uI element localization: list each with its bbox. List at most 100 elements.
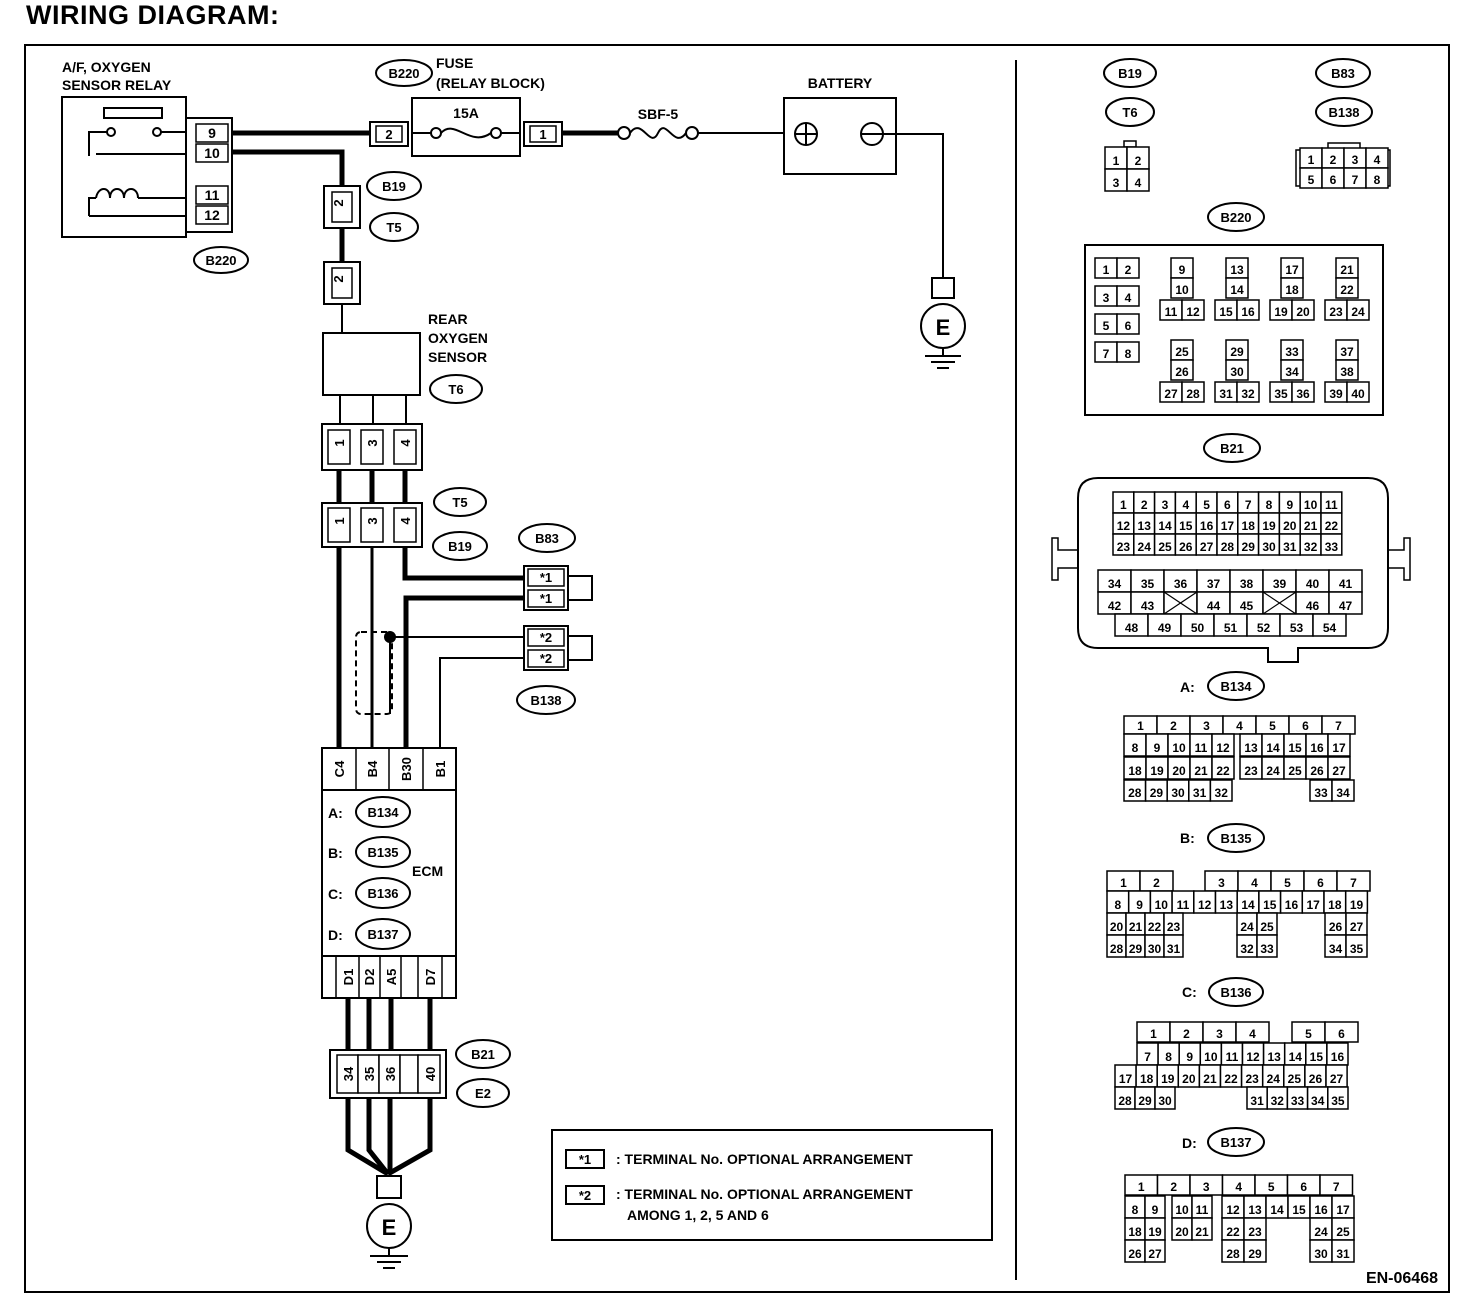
- connector-pin-label: 17: [1332, 741, 1346, 755]
- b138-label: B138: [530, 693, 561, 708]
- connector-pin-label: 51: [1224, 621, 1238, 635]
- connector-pin-label: 27: [1164, 387, 1178, 401]
- connector-pin-label: 35: [1274, 387, 1288, 401]
- connector-pin-label: 25: [1336, 1225, 1350, 1239]
- connector-pin-label: 8: [1132, 1203, 1139, 1217]
- ecm-pin-b4: B4: [365, 760, 380, 777]
- connector-pin-label: 16: [1285, 898, 1299, 912]
- connector-pin-label: 22: [1325, 519, 1339, 533]
- connector-pin-label: 1: [1137, 719, 1144, 733]
- connector-pin-label: 52: [1257, 621, 1271, 635]
- connector-pin-label: 8: [1125, 347, 1132, 361]
- connector-pin-label: 20: [1283, 519, 1297, 533]
- connector-pin-label: 17: [1285, 263, 1299, 277]
- connector-pin-label: 4: [1182, 498, 1189, 512]
- connector-pin-label: 43: [1141, 599, 1155, 613]
- connector-pin-label: 38: [1240, 577, 1254, 591]
- conn-b137-prefix: D:: [1182, 1135, 1197, 1151]
- sensor-pin-4: 4: [398, 439, 413, 447]
- junction-bottom-conn-2: E2: [475, 1086, 491, 1101]
- connector-pin-label: 11: [1165, 305, 1178, 319]
- connector-pin-label: 33: [1260, 942, 1274, 956]
- connector-pin-label: 46: [1306, 599, 1320, 613]
- connector-pin-label: 12: [1198, 898, 1212, 912]
- connector-pin-label: 31: [1283, 540, 1297, 554]
- connector-pin-label: 22: [1148, 920, 1162, 934]
- connector-pin-label: 35: [1350, 942, 1364, 956]
- legend-text-1: : TERMINAL No. OPTIONAL ARRANGEMENT: [616, 1151, 913, 1167]
- legend-text-2: : TERMINAL No. OPTIONAL ARRANGEMENT: [616, 1186, 913, 1202]
- connector-pin-label: 13: [1230, 263, 1244, 277]
- connector-pin-label: 14: [1241, 898, 1255, 912]
- junction-bottom-conn-1: B21: [471, 1047, 495, 1062]
- connector-pin-label: 6: [1224, 498, 1231, 512]
- connector-pin-label: 5: [1308, 173, 1315, 187]
- connector-pin-label: 9: [1136, 898, 1143, 912]
- connector-pin-label: 32: [1240, 942, 1254, 956]
- connector-pin-label: 1: [1103, 263, 1110, 277]
- ecm-pin-b1: B1: [433, 761, 448, 778]
- connector-pin-label: 7: [1144, 1050, 1151, 1064]
- connector-pin-label: 30: [1262, 540, 1276, 554]
- connector-pin-label: 13: [1267, 1050, 1281, 1064]
- conn-b134-prefix: A:: [1180, 679, 1195, 695]
- connector-pin-label: 35: [1141, 577, 1155, 591]
- connector-pin-label: 2: [1135, 154, 1142, 168]
- connector-pin-label: 19: [1161, 1072, 1175, 1086]
- connector-pin-label: 18: [1285, 283, 1299, 297]
- b83-pin-b: *1: [540, 591, 552, 606]
- connector-pin-label: 33: [1291, 1094, 1305, 1108]
- connector-pin-label: 41: [1339, 577, 1353, 591]
- conn-b136-label: B136: [1220, 985, 1251, 1000]
- connector-pin-label: 14: [1230, 283, 1244, 297]
- connector-pin-label: 11: [1226, 1050, 1239, 1064]
- connector-pin-label: 20: [1110, 920, 1124, 934]
- connector-pin-label: 12: [1246, 1050, 1260, 1064]
- connector-pin-label: 24: [1266, 764, 1280, 778]
- connector-pin-label: 31: [1167, 942, 1181, 956]
- relay-label-2: SENSOR RELAY: [62, 77, 172, 93]
- connector-pin-label: 17: [1306, 898, 1320, 912]
- sensor-label-3: SENSOR: [428, 349, 487, 365]
- connector-pin-label: 20: [1175, 1225, 1189, 1239]
- connector-pin-label: 29: [1129, 942, 1143, 956]
- sensor-label-2: OXYGEN: [428, 330, 488, 346]
- ecm-row-d-letter: D:: [328, 927, 343, 943]
- connector-pin-label: 47: [1339, 599, 1353, 613]
- connector-pin-label: 11: [1195, 741, 1208, 755]
- connector-pin-label: 12: [1226, 1203, 1240, 1217]
- connector-pin-label: 17: [1221, 519, 1235, 533]
- ecm-pin-d2: D2: [362, 969, 377, 986]
- connector-pin-label: 15: [1219, 305, 1233, 319]
- connector-pin-label: 1: [1138, 1180, 1145, 1194]
- fuse-pin-right: 1: [539, 127, 546, 142]
- connector-pin-label: 36: [1174, 577, 1188, 591]
- connector-pin-label: 26: [1179, 540, 1193, 554]
- junction-top-pin-2: 2: [331, 275, 346, 282]
- connector-pin-label: 19: [1150, 764, 1164, 778]
- connector-pin-label: 7: [1245, 498, 1252, 512]
- connector-pin-label: 1: [1113, 154, 1120, 168]
- ecm-label: ECM: [412, 863, 443, 879]
- connector-pin-label: 13: [1244, 741, 1258, 755]
- connector-pin-label: 15: [1288, 741, 1302, 755]
- junction-top: 2 B19 T5 2: [323, 171, 422, 305]
- connector-pin-label: 7: [1350, 876, 1357, 890]
- connector-pin-label: 6: [1317, 876, 1324, 890]
- connector-pin-label: 12: [1216, 741, 1230, 755]
- relay: A/F, OXYGEN SENSOR RELAY 9 10 11 12 B220: [61, 59, 249, 274]
- connector-pin-label: 15: [1292, 1203, 1306, 1217]
- connector-pin-label: 22: [1224, 1072, 1238, 1086]
- connector-pin-label: 9: [1286, 498, 1293, 512]
- junction-mid-conn-1: T5: [452, 495, 467, 510]
- connector-pin-label: 10: [1204, 1050, 1218, 1064]
- relay-pin-11: 11: [205, 187, 220, 203]
- connector-pin-label: 18: [1328, 898, 1342, 912]
- connector-pin-label: 49: [1158, 621, 1172, 635]
- connector-pin-label: 53: [1290, 621, 1304, 635]
- connector-pin-label: 29: [1248, 1247, 1262, 1261]
- connector-pin-label: 19: [1148, 1225, 1162, 1239]
- connector-pin-label: 9: [1154, 741, 1161, 755]
- fuse-connector-label: B220: [388, 66, 419, 81]
- connector-pin-label: 6: [1300, 1180, 1307, 1194]
